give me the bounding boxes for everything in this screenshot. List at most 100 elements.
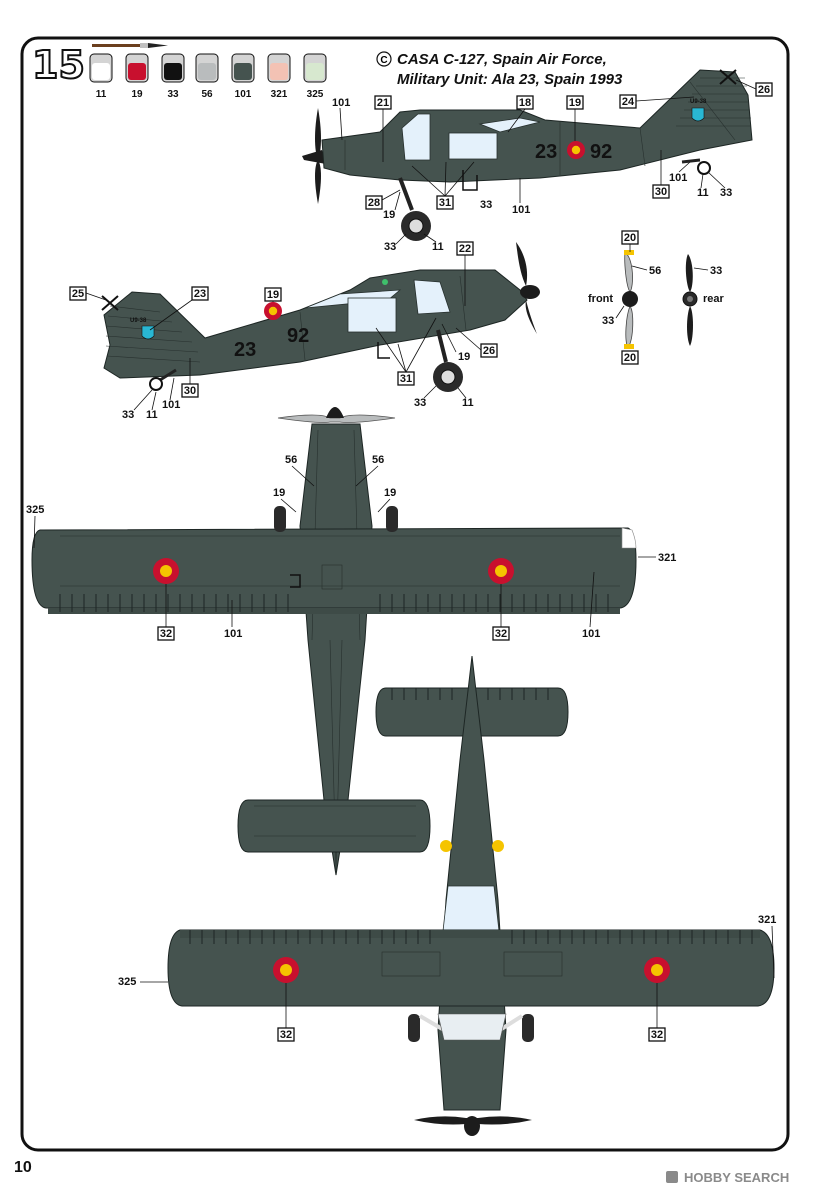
svg-text:33: 33 <box>414 397 426 409</box>
option-letter: C <box>380 55 387 66</box>
registration-left: 23 <box>535 141 557 163</box>
paint-code: 321 <box>271 89 288 100</box>
svg-text:33: 33 <box>480 199 492 211</box>
svg-text:20: 20 <box>624 352 636 364</box>
svg-text:24: 24 <box>622 96 635 108</box>
svg-text:101: 101 <box>582 628 600 640</box>
top-view <box>31 407 637 876</box>
paint-swatch <box>270 63 288 80</box>
prop-front-label: front <box>588 293 613 305</box>
bottom-view <box>167 655 775 1136</box>
page-border <box>20 36 790 1152</box>
svg-text:HOBBY SEARCH: HOBBY SEARCH <box>684 1170 789 1185</box>
svg-text:101: 101 <box>224 628 242 640</box>
page-number: 10 <box>14 1159 32 1176</box>
svg-text:31: 31 <box>439 197 451 209</box>
svg-text:30: 30 <box>655 186 667 198</box>
paint-pot-101: 101 <box>231 53 255 100</box>
paint-code: 101 <box>235 89 252 100</box>
svg-text:33: 33 <box>710 265 722 277</box>
paint-pot-325: 325 <box>303 53 327 100</box>
svg-text:321: 321 <box>658 552 676 564</box>
paint-code: 33 <box>167 89 179 100</box>
paint-code: 325 <box>307 89 324 100</box>
svg-text:56: 56 <box>285 454 297 466</box>
svg-text:22: 22 <box>459 243 471 255</box>
registration-right: 92 <box>590 141 612 163</box>
svg-text:19: 19 <box>273 487 285 499</box>
svg-text:101: 101 <box>332 97 350 109</box>
paint-pot-321: 321 <box>267 53 291 100</box>
title-line-1: CASA C-127, Spain Air Force, <box>397 51 607 68</box>
tail-code: U9-38 <box>690 99 707 105</box>
prop-rear-label: rear <box>703 293 725 305</box>
svg-text:19: 19 <box>384 487 396 499</box>
svg-text:56: 56 <box>372 454 384 466</box>
watermark: HOBBY SEARCH <box>666 1170 789 1185</box>
svg-text:325: 325 <box>118 976 136 988</box>
paint-code: 11 <box>96 89 107 100</box>
svg-text:101: 101 <box>162 399 180 411</box>
view1-labels: 21 18 19 24 26 101 28 19 31 33 101 33 11… <box>332 79 773 253</box>
bottom-view-labels: 325 321 32 32 <box>118 914 776 1042</box>
paint-pot-19: 19 <box>125 53 149 100</box>
svg-text:33: 33 <box>384 241 396 253</box>
paint-code: 56 <box>201 89 213 100</box>
svg-text:11: 11 <box>146 409 158 421</box>
svg-text:26: 26 <box>483 345 495 357</box>
paint-brush-icon <box>92 43 168 48</box>
view2-labels: 25 23 19 22 26 19 31 30 33 11 101 33 11 <box>69 241 498 421</box>
paint-swatch <box>306 63 324 80</box>
svg-text:33: 33 <box>720 187 732 199</box>
paint-pot-33: 33 <box>161 53 185 100</box>
paint-swatch <box>198 63 216 80</box>
top-view-labels: 56 56 19 19 325 321 32 32 101 101 <box>26 454 676 641</box>
paint-swatch <box>92 63 110 80</box>
title-line-2: Military Unit: Ala 23, Spain 1993 <box>397 71 623 88</box>
watermark-logo-icon <box>666 1171 678 1183</box>
svg-text:11: 11 <box>697 187 709 199</box>
svg-text:23: 23 <box>194 288 206 300</box>
svg-text:325: 325 <box>26 504 44 516</box>
svg-text:56: 56 <box>649 265 661 277</box>
svg-text:18: 18 <box>519 97 531 109</box>
svg-text:33: 33 <box>602 315 614 327</box>
tail-code: U9-38 <box>130 318 147 324</box>
svg-text:25: 25 <box>72 288 84 300</box>
svg-text:321: 321 <box>758 914 776 926</box>
paint-pot-11: 11 <box>89 53 113 100</box>
step-number: 15 <box>32 43 85 87</box>
propeller-rear-view <box>682 254 698 346</box>
svg-text:33: 33 <box>122 409 134 421</box>
svg-text:19: 19 <box>458 351 470 363</box>
paint-swatch <box>128 63 146 80</box>
svg-text:19: 19 <box>569 97 581 109</box>
svg-text:11: 11 <box>462 397 474 409</box>
svg-text:26: 26 <box>758 84 770 96</box>
paint-pot-56: 56 <box>195 53 219 100</box>
svg-text:20: 20 <box>624 232 636 244</box>
svg-text:32: 32 <box>280 1029 292 1041</box>
paint-code: 19 <box>131 89 143 100</box>
option-badge: C <box>376 51 392 67</box>
svg-text:101: 101 <box>669 172 687 184</box>
propeller-labels: 20 20 56 33 33 front rear <box>588 230 725 365</box>
svg-text:32: 32 <box>651 1029 663 1041</box>
svg-text:32: 32 <box>160 628 172 640</box>
paint-swatch <box>164 63 182 80</box>
svg-text:28: 28 <box>368 197 380 209</box>
side-view-left: 23 92 U9-38 <box>101 242 540 392</box>
svg-text:21: 21 <box>377 97 389 109</box>
tail-cross-icon <box>719 69 737 85</box>
svg-text:19: 19 <box>267 289 279 301</box>
side-view-right: 23 92 U9-38 <box>302 69 753 241</box>
tail-cross-icon <box>101 295 119 311</box>
svg-text:30: 30 <box>184 385 196 397</box>
svg-text:101: 101 <box>512 204 530 216</box>
svg-text:32: 32 <box>495 628 507 640</box>
registration-left: 23 <box>234 339 256 361</box>
svg-text:31: 31 <box>400 373 412 385</box>
unit-badge-icon <box>691 107 705 122</box>
paint-swatch <box>234 63 252 80</box>
